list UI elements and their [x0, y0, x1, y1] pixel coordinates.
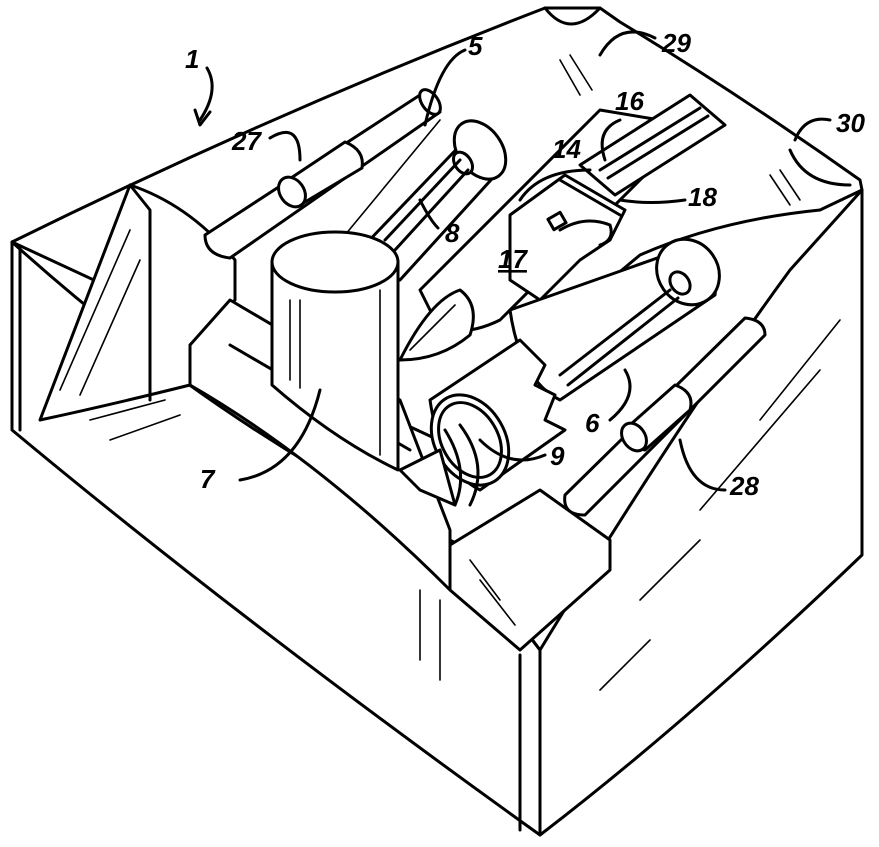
leader-lines [193, 30, 832, 492]
upper-tube-assembly [344, 119, 508, 282]
label-18: 18 [688, 182, 717, 212]
label-28: 28 [729, 471, 759, 501]
label-17: 17 [498, 244, 528, 274]
label-27: 27 [231, 126, 262, 156]
label-29: 29 [661, 28, 691, 58]
label-5: 5 [468, 31, 483, 61]
label-30: 30 [836, 108, 865, 138]
lower-tube-assembly [508, 237, 721, 402]
label-1: 1 [185, 44, 199, 74]
cylinder [270, 230, 400, 472]
label-9: 9 [550, 441, 565, 471]
clip [558, 219, 613, 247]
plate [578, 93, 727, 197]
left-pin [203, 88, 442, 260]
label-6: 6 [585, 408, 600, 438]
label-7: 7 [200, 464, 216, 494]
label-16: 16 [615, 86, 644, 116]
label-14: 14 [552, 134, 581, 164]
inner-frame [188, 298, 457, 592]
right-pin [563, 316, 767, 517]
label-8: 8 [445, 218, 460, 248]
cable-tube [428, 338, 567, 507]
rear-notch-left [543, 6, 602, 26]
rear-notch-right [788, 148, 852, 187]
housing-right-wall [538, 188, 864, 837]
central-compartment [398, 93, 727, 362]
